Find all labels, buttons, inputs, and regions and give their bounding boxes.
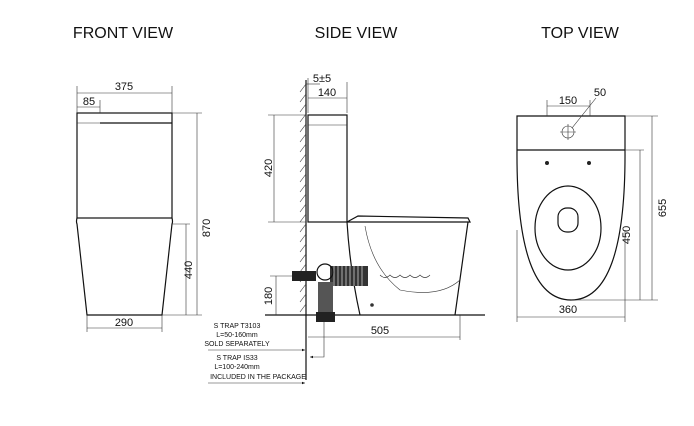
dim-180: 180: [263, 287, 275, 305]
trap-notes: S TRAP T3103 L=50-160mm SOLD SEPARATELY …: [204, 322, 325, 385]
dim-655: 655: [657, 199, 669, 217]
wall-hatching: [299, 83, 307, 313]
note-line: INCLUDED IN THE PACKAGE: [210, 374, 306, 381]
side-view-title: SIDE VIEW: [315, 25, 399, 42]
note-line: S TRAP T3103: [214, 323, 261, 330]
note-line: SOLD SEPARATELY: [204, 341, 270, 348]
note-line: L=100-240mm: [214, 364, 260, 371]
dim-420: 420: [263, 159, 275, 177]
dim-450: 450: [621, 226, 633, 244]
top-view: 150 50 655 450 360: [516, 87, 669, 322]
front-view-title: FRONT VIEW: [73, 25, 174, 42]
dim-505: 505: [371, 325, 389, 337]
dim-360: 360: [559, 304, 577, 316]
dim-870: 870: [201, 219, 213, 237]
dim-5-5: 5±5: [313, 73, 331, 85]
front-view: 375 85 870 440 290: [75, 81, 213, 332]
side-view: 5±5 140 420 180 505 S TRAP T3103 L=50-16…: [204, 73, 485, 385]
dim-85: 85: [83, 96, 95, 108]
note-line: S TRAP IS33: [216, 355, 257, 362]
dim-150: 150: [559, 95, 577, 107]
dim-290: 290: [115, 317, 133, 329]
dim-375: 375: [115, 81, 133, 93]
dim-140: 140: [318, 87, 336, 99]
dim-440: 440: [183, 261, 195, 279]
note-line: L=50-160mm: [216, 332, 258, 339]
dim-50: 50: [594, 87, 606, 99]
top-view-title: TOP VIEW: [541, 25, 620, 42]
s-trap: [292, 263, 368, 322]
